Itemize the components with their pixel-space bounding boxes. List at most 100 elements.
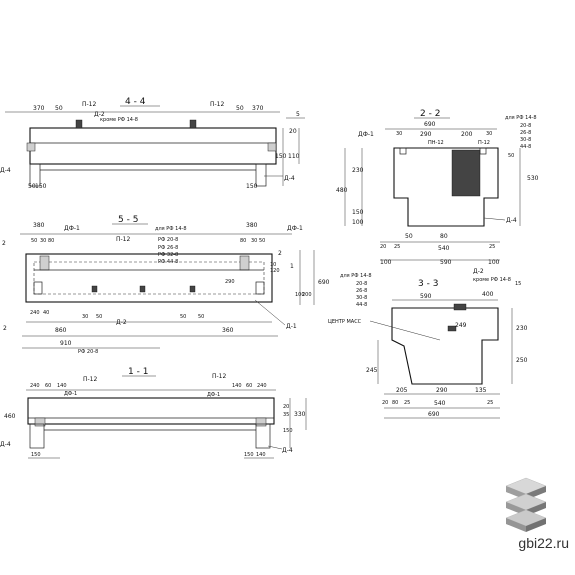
dim-label: 860: [55, 327, 67, 334]
ref-label: П-12: [210, 101, 224, 108]
dim-label: 690: [318, 279, 330, 286]
dim-label: 35: [283, 412, 289, 418]
ref-label: 26-8: [356, 288, 367, 294]
section-2-2: 2 - 2 690 для РФ 14-8 20-8 26-8 30-8 44-…: [336, 109, 539, 266]
ref-label: для РФ 14-8: [155, 226, 187, 232]
dim-label: 25: [487, 400, 493, 406]
dim-label: 380: [33, 222, 45, 229]
dim-label: 245: [366, 367, 378, 374]
site-watermark-text: gbi22.ru: [518, 535, 569, 551]
dim-label: 50: [259, 238, 265, 244]
dim-label: 60: [246, 383, 252, 389]
ref-label: РФ 20-8: [78, 349, 98, 355]
ref-label: ПН-12: [428, 140, 444, 146]
dim-label: 330: [294, 411, 306, 418]
dim-label: 1: [290, 263, 294, 270]
dim-label: 20: [289, 128, 297, 135]
dim-label: 50: [96, 314, 102, 320]
ref-label: для РФ 14-8: [505, 115, 537, 121]
ref-label: Д-4: [0, 167, 11, 174]
dim-label: 50: [405, 233, 413, 240]
dim-label: 150: [244, 452, 254, 458]
dim-label: 590: [420, 293, 432, 300]
ref-label: кроме РФ 14-8: [100, 117, 138, 123]
ref-label: 26-8: [520, 130, 531, 136]
ref-label: Д-4: [284, 175, 295, 182]
ref-label: ДФ-1: [64, 391, 77, 397]
ref-label: Д-2: [116, 319, 127, 326]
gbi22-logo: [505, 477, 547, 532]
ref-label: Д-2: [473, 268, 484, 275]
ref-label: РФ 26-8: [158, 245, 178, 251]
ref-label: ДФ-1: [287, 225, 303, 232]
dim-label: 480: [336, 187, 348, 194]
dim-label: 40: [43, 310, 49, 316]
dim-label: 240: [257, 383, 267, 389]
section-title-5-5: 5 - 5: [118, 215, 138, 225]
section-title-4-4: 4 - 4: [125, 97, 146, 107]
dim-label: 360: [222, 327, 234, 334]
dim-label: 910: [60, 340, 72, 347]
dim-label: 230: [352, 167, 364, 174]
ref-label: ДФ-1: [358, 131, 374, 138]
dim-label: 50: [28, 183, 36, 190]
section-title-1-1: 1 - 1: [128, 367, 148, 377]
dim-label: 200: [302, 292, 312, 298]
ref-label: 44-8: [520, 144, 531, 150]
dim-label: 240: [30, 383, 40, 389]
dim-label: 80: [440, 233, 448, 240]
dim-label: 20: [283, 404, 289, 410]
dim-label: 200: [461, 131, 473, 138]
ref-label: 20-8: [356, 281, 367, 287]
dim-label: 150: [35, 183, 47, 190]
dim-label: 15: [515, 281, 521, 287]
dim-label: 25: [394, 244, 400, 250]
dim-label: 80: [392, 400, 398, 406]
ref-label: Д-1: [286, 323, 297, 330]
dim-label: 50: [180, 314, 186, 320]
dim-label: 30: [40, 238, 46, 244]
dim-label: 30: [82, 314, 88, 320]
dim-label: 150: [246, 183, 258, 190]
section-title-3-3: 3 - 3: [418, 279, 438, 289]
dim-label: 290: [436, 387, 448, 394]
dim-label: 150: [352, 209, 364, 216]
dim-label: 540: [434, 400, 446, 407]
ref-label: Д-4: [282, 447, 293, 454]
ref-label: 30-8: [356, 295, 367, 301]
dim-label: 50: [55, 105, 63, 112]
dim-label: 690: [428, 411, 440, 418]
dim-label: 30: [396, 131, 402, 137]
dim-label: 150: [283, 428, 293, 434]
ref-label: РФ 32-8: [158, 252, 178, 258]
dim-label: 30: [486, 131, 492, 137]
dim-label: 10: [270, 262, 276, 268]
dim-label: 60: [45, 383, 51, 389]
dim-label: 249: [455, 322, 467, 329]
dim-label: 150: [31, 452, 41, 458]
ref-label: П-12: [82, 101, 96, 108]
section-title-2-2: 2 - 2: [420, 109, 440, 119]
section-5-5: 5 - 5 380 380 ДФ-1 ДФ-1 для РФ 14-8 РФ 2…: [2, 215, 330, 355]
dim-label: 20: [380, 244, 386, 250]
ref-label: ЦЕНТР МАСС: [328, 319, 362, 325]
dim-label: 240: [30, 310, 40, 316]
dim-label: 100: [352, 219, 364, 226]
dim-label: 140: [57, 383, 67, 389]
dim-label: 20: [382, 400, 388, 406]
dim-label: 30: [251, 238, 257, 244]
dim-label: 590: [440, 259, 452, 266]
dim-label: 250: [516, 357, 528, 364]
ref-label: Д-4: [0, 441, 11, 448]
dim-label: 290: [225, 279, 235, 285]
dim-label: 460: [4, 413, 16, 420]
dim-label: 2: [2, 240, 6, 247]
dim-label: 25: [489, 244, 495, 250]
dim-label: 530: [527, 175, 539, 182]
ref-label: ДФ-1: [207, 392, 220, 398]
dim-label: 400: [482, 291, 494, 298]
section-1-1: 1 - 1 П-12 П-12 240 60 140 140 60 240 ДФ…: [0, 367, 307, 459]
dim-label: 50: [508, 153, 514, 159]
ref-label: для РФ 14-8: [340, 273, 372, 279]
